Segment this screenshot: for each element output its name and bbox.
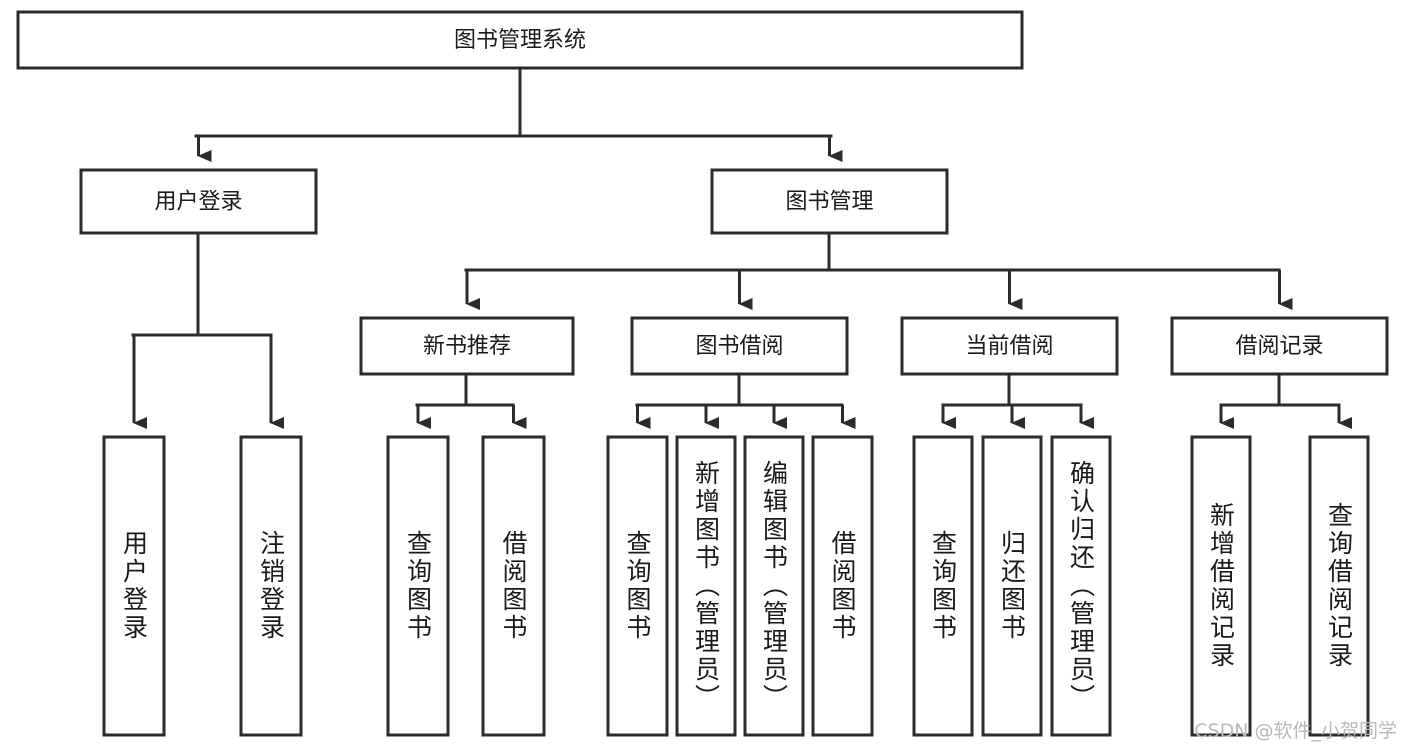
node-box-leaf-9 [981, 435, 1043, 737]
node-box-leaf-12 [1308, 435, 1370, 737]
boxes-layer [16, 10, 1389, 737]
watermark: CSDN @软件_小贺同学 [1194, 720, 1397, 742]
node-label-level3-0: 新书推荐 [423, 334, 511, 359]
node-box-leaf-10 [1050, 435, 1112, 737]
node-box-leaf-3 [481, 435, 546, 737]
node-box-leaf-1 [239, 435, 303, 737]
node-box-leaf-5 [675, 435, 737, 737]
node-label-level3-3: 借阅记录 [1235, 334, 1323, 359]
connectors-layer [131, 68, 1352, 429]
node-box-leaf-4 [606, 435, 669, 737]
node-box-level2-0 [79, 168, 318, 235]
node-box-leaf-7 [811, 435, 874, 737]
node-box-leaf-0 [102, 435, 166, 737]
node-label-root: 图书管理系统 [454, 28, 586, 53]
node-box-level2-1 [710, 168, 949, 235]
node-label-level2-1: 图书管理 [785, 190, 873, 215]
node-box-level3-0 [359, 316, 575, 376]
node-box-level3-3 [1170, 316, 1389, 376]
node-label-level2-0: 用户登录 [154, 190, 242, 215]
node-box-leaf-11 [1190, 435, 1252, 737]
node-box-level3-2 [900, 316, 1119, 376]
node-box-leaf-8 [912, 435, 974, 737]
node-box-leaf-2 [386, 435, 450, 737]
node-label-level3-1: 图书借阅 [695, 334, 783, 359]
node-box-root [16, 10, 1024, 70]
node-label-level3-2: 当前借阅 [965, 334, 1053, 359]
node-box-level3-1 [630, 316, 849, 376]
node-box-leaf-6 [743, 435, 805, 737]
